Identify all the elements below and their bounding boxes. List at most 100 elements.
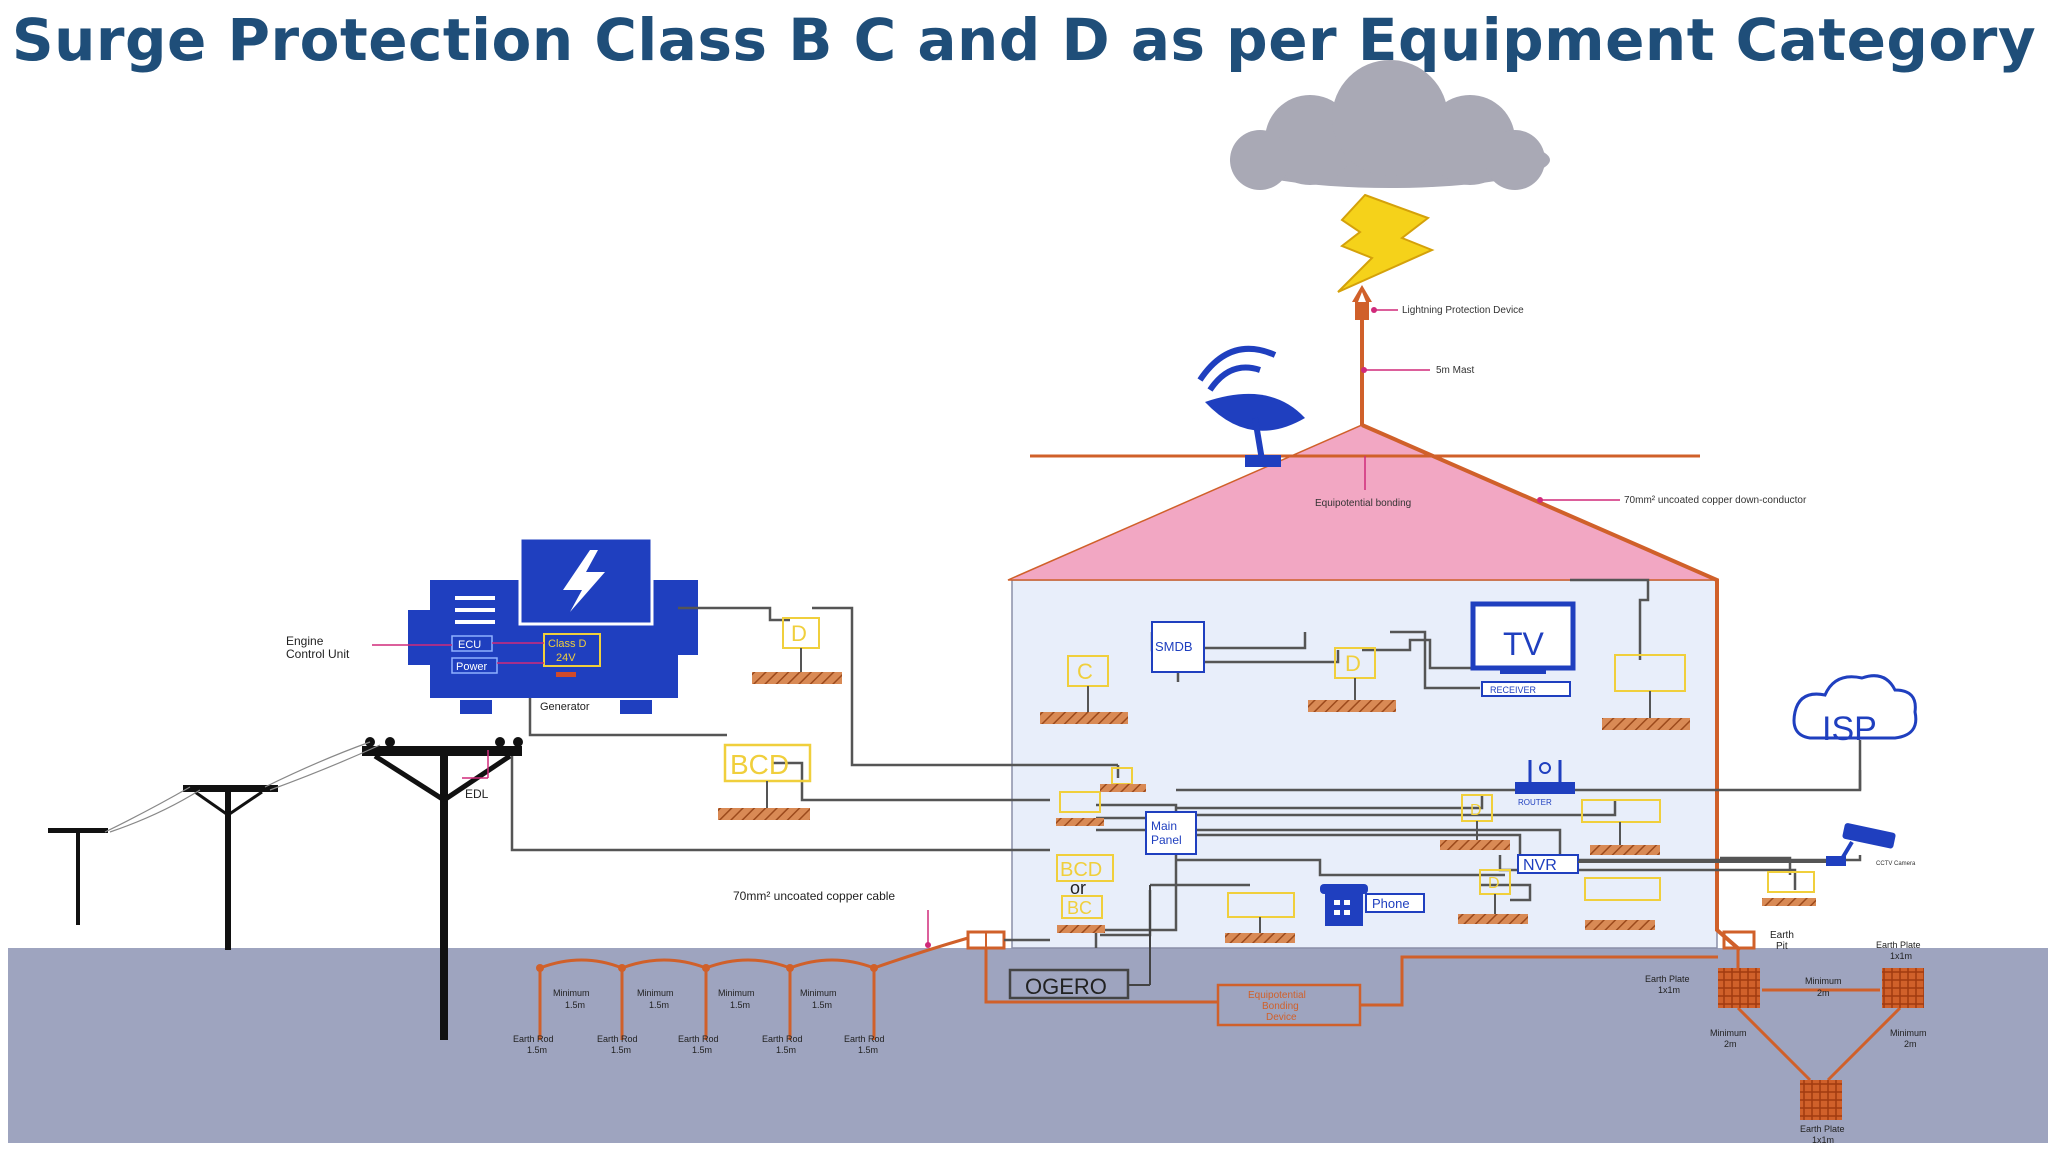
spd-cctv: [1762, 871, 1816, 906]
svg-text:1.5m: 1.5m: [649, 1000, 669, 1010]
svg-text:1x1m: 1x1m: [1658, 985, 1680, 995]
spd-bcd: BCD: [718, 743, 812, 820]
phone-box: [1365, 893, 1425, 913]
ecu-label: ECU: [458, 639, 481, 651]
earth-rod-spacing-labels: Minimum 1.5m Minimum 1.5m Minimum 1.5m Mini…: [553, 988, 837, 1010]
spd-c: C: [1040, 655, 1128, 724]
phone-icon: [1320, 884, 1368, 926]
bonding-device-label-3: Device: [1266, 1012, 1297, 1023]
bonding-device-label-2: Bonding: [1262, 1001, 1299, 1012]
copper-cable-label: 70mm² uncoated copper cable: [733, 889, 895, 903]
ground: [8, 948, 2048, 1143]
spd-nvr-2: [1584, 877, 1661, 930]
lightning-bolt-icon: [1337, 193, 1435, 293]
generator-bolt-icon: [563, 550, 605, 612]
svg-text:2m: 2m: [1817, 988, 1830, 998]
satellite-dish-icon: [1197, 345, 1305, 467]
router-icon: [1515, 760, 1575, 794]
svg-text:Minimum: Minimum: [553, 988, 590, 998]
spd-nvr: D: [1458, 869, 1528, 924]
main-panel-label-1: Main: [1151, 819, 1177, 833]
engine-unit-label-1: Engine: [286, 634, 324, 648]
tv-icon: [1470, 601, 1576, 697]
svg-text:Earth Rod: Earth Rod: [844, 1034, 885, 1044]
isp-cloud-icon: [1792, 674, 1918, 740]
spd-small-upper: [1056, 767, 1146, 826]
svg-text:Earth Rod: Earth Rod: [678, 1034, 719, 1044]
power-box: [451, 657, 498, 674]
svg-text:2m: 2m: [1904, 1039, 1917, 1049]
phone-label: Phone: [1372, 896, 1410, 911]
earth-plate-bottom: [1800, 1080, 1842, 1120]
svg-text:BC: BC: [1067, 898, 1092, 918]
page-title: Surge Protection Class B C and D as per …: [11, 6, 2037, 74]
svg-text:1x1m: 1x1m: [1812, 1135, 1834, 1145]
class-d-label: Class D: [548, 638, 587, 650]
svg-text:1.5m: 1.5m: [776, 1045, 796, 1055]
svg-text:Minimum: Minimum: [1890, 1028, 1927, 1038]
generator: [408, 536, 698, 714]
svg-text:Minimum: Minimum: [800, 988, 837, 998]
smdb-label: SMDB: [1155, 639, 1193, 654]
earth-rod-chain: [538, 936, 969, 1040]
spd-router: D: [1440, 794, 1510, 850]
main-panel-label-2: Panel: [1151, 833, 1182, 847]
svg-text:1.5m: 1.5m: [527, 1045, 547, 1055]
svg-text:Earth Rod: Earth Rod: [762, 1034, 803, 1044]
svg-text:1x1m: 1x1m: [1890, 951, 1912, 961]
spd-bc-house: BC: [1057, 895, 1105, 933]
cctv-label: CCTV Camera: [1876, 861, 1916, 867]
spd-d-tv: D: [1308, 647, 1396, 712]
svg-text:D: D: [1488, 875, 1500, 892]
svg-text:1.5m: 1.5m: [692, 1045, 712, 1055]
svg-text:Earth Plate: Earth Plate: [1645, 974, 1690, 984]
smdb-panel: [1151, 621, 1205, 673]
svg-text:2m: 2m: [1724, 1039, 1737, 1049]
spd-bcd-house: BCD: [1056, 854, 1114, 882]
svg-text:Earth Rod: Earth Rod: [597, 1034, 638, 1044]
svg-text:1.5m: 1.5m: [858, 1045, 878, 1055]
svg-text:C: C: [1077, 659, 1093, 684]
svg-text:D: D: [1470, 802, 1482, 819]
lightning-protection-device: [1352, 285, 1372, 320]
earth-plate-labels: Earth Plate 1x1m Earth Plate 1x1m Minimu…: [1645, 940, 1927, 1145]
spd-isp: [1581, 799, 1661, 855]
svg-text:Earth Plate: Earth Plate: [1876, 940, 1921, 950]
ogero-label: OGERO: [1025, 974, 1107, 999]
spd-phone: [1225, 892, 1295, 943]
engine-unit-label-2: Control Unit: [286, 647, 350, 661]
mast-label: 5m Mast: [1436, 365, 1475, 376]
edl-label: EDL: [465, 787, 489, 801]
svg-text:1.5m: 1.5m: [730, 1000, 750, 1010]
svg-text:Minimum: Minimum: [718, 988, 755, 998]
svg-text:1.5m: 1.5m: [611, 1045, 631, 1055]
earth-pit-label-1: Earth: [1770, 930, 1794, 941]
svg-text:D: D: [1345, 651, 1361, 676]
spd-d-generator: D: [752, 617, 842, 684]
class-d-voltage: 24V: [556, 652, 576, 664]
power-pole-middle: [183, 785, 278, 950]
main-panel: [1145, 811, 1197, 855]
earth-pit-label-2: Pit: [1776, 941, 1788, 952]
spd-satellite: [1602, 654, 1690, 730]
class-d-spd-box: [543, 633, 601, 667]
svg-text:BCD: BCD: [1060, 859, 1102, 881]
lpd-label: Lightning Protection Device: [1402, 305, 1524, 316]
nvr-box: [1517, 854, 1579, 874]
svg-text:Minimum: Minimum: [637, 988, 674, 998]
bonding-device-label-1: Equipotential: [1248, 990, 1306, 1001]
tv-label: TV: [1503, 626, 1545, 662]
power-pole-far: [48, 828, 108, 925]
cctv-camera-icon: [1826, 823, 1896, 866]
generator-label: Generator: [540, 701, 590, 713]
svg-text:Earth Plate: Earth Plate: [1800, 1124, 1845, 1134]
router-label: ROUTER: [1518, 798, 1552, 807]
earth-plate-right: [1882, 968, 1924, 1008]
svg-text:1.5m: 1.5m: [565, 1000, 585, 1010]
earth-plate-network: [1736, 948, 1902, 1082]
or-label: or: [1070, 878, 1086, 898]
svg-text:D: D: [791, 621, 807, 646]
svg-text:Minimum: Minimum: [1710, 1028, 1747, 1038]
